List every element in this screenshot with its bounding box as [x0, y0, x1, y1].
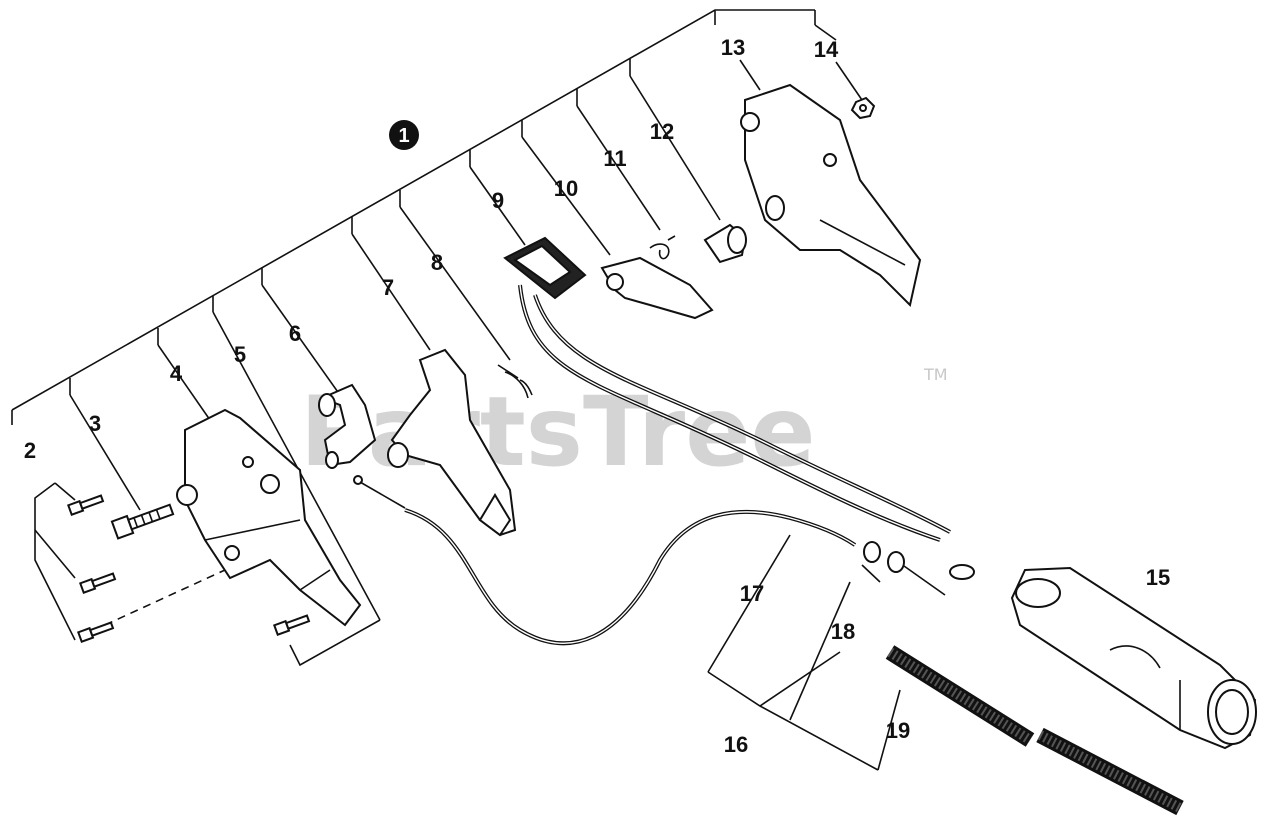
screw-part-2: [67, 494, 311, 643]
label-2: 2: [24, 438, 36, 463]
handle-housing-part-4: [176, 408, 362, 627]
label-6: 6: [289, 321, 301, 346]
label-9: 9: [492, 188, 504, 213]
watermark-text: PartsTree: [300, 376, 815, 488]
stop-switch-part-9: [503, 236, 587, 300]
label-4: 4: [170, 361, 183, 386]
label-13: 13: [721, 35, 745, 60]
assembly-callout-number: 1: [398, 125, 409, 147]
inner-spring-part-19: [885, 645, 1184, 816]
label-7: 7: [382, 275, 394, 300]
label-11: 11: [603, 146, 626, 171]
screw-bracket: [34, 482, 381, 667]
watermark-trademark: TM: [923, 365, 948, 384]
nut-part-14: [850, 96, 876, 120]
label-19: 19: [886, 718, 910, 743]
torsion-spring-part-11: [649, 235, 676, 260]
grip-part-15: [1010, 566, 1257, 750]
label-17: 17: [740, 581, 764, 606]
label-5: 5: [234, 342, 246, 367]
lockout-lever-part-10: [600, 256, 714, 320]
label-3: 3: [89, 411, 101, 436]
cable-nut-part-18: [861, 541, 946, 596]
cable-bracket: [707, 534, 901, 771]
collar-part-6: [318, 383, 377, 469]
label-18: 18: [831, 619, 855, 644]
label-14: 14: [814, 37, 839, 62]
label-10: 10: [554, 176, 578, 201]
switch-wires: [518, 284, 975, 580]
label-15: 15: [1146, 565, 1170, 590]
assembly-callout: 1: [389, 120, 419, 150]
bolt-part-3: [110, 503, 175, 540]
throttle-trigger-part-7: [387, 348, 517, 537]
label-8: 8: [431, 250, 443, 275]
handle-housing-part-13: [740, 83, 922, 307]
label-16: 16: [724, 732, 748, 757]
label-12: 12: [650, 119, 674, 144]
bushing-part-12: [703, 223, 747, 264]
spring-part-8: [497, 364, 533, 399]
throttle-cable-part-17: [353, 475, 857, 646]
